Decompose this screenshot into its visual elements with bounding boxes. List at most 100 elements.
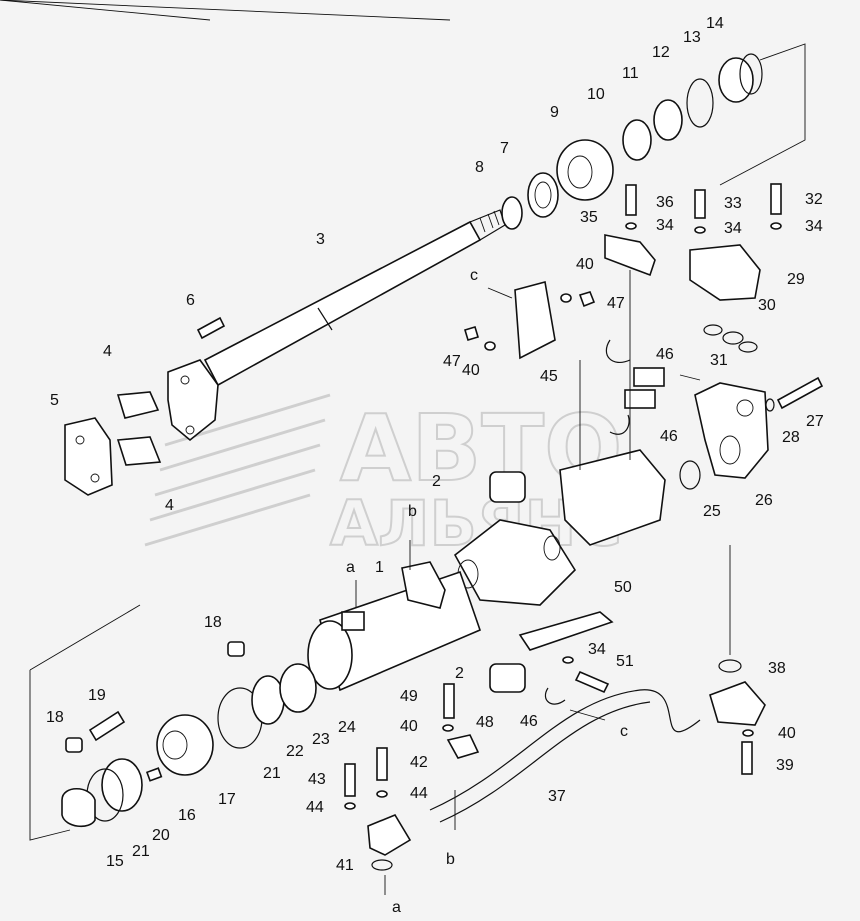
bolt-49 <box>443 683 455 719</box>
callout-48: 48 <box>476 714 494 731</box>
washer-40c <box>742 729 754 737</box>
bolt-51 <box>574 670 610 694</box>
callout-20: 20 <box>152 827 170 844</box>
callout-38: 38 <box>768 660 786 677</box>
callout-34-d: 34 <box>588 641 606 658</box>
callout-14: 14 <box>706 15 724 32</box>
callout-28: 28 <box>782 429 800 446</box>
letter-c-top: c <box>470 267 478 284</box>
bushing-18-lower <box>65 737 83 753</box>
callout-46-b: 46 <box>660 428 678 445</box>
callout-17: 17 <box>218 791 236 808</box>
callout-30: 30 <box>758 297 776 314</box>
washer-40b <box>484 341 496 351</box>
callout-8: 8 <box>475 159 484 176</box>
callout-51: 51 <box>616 653 634 670</box>
bolt-33 <box>694 189 706 219</box>
callout-18-lower: 18 <box>46 709 64 726</box>
washer-40a <box>560 293 572 303</box>
callout-40-a: 40 <box>576 256 594 273</box>
washer-44b <box>376 790 388 798</box>
piston-23 <box>279 663 317 713</box>
callout-21-left: 21 <box>132 843 150 860</box>
callout-6: 6 <box>186 292 195 309</box>
washer-40d <box>442 724 454 732</box>
washer-44a <box>344 802 356 810</box>
callout-39: 39 <box>776 757 794 774</box>
washer-34c <box>770 222 782 230</box>
callout-3: 3 <box>316 231 325 248</box>
clamp-50 <box>518 611 614 651</box>
callout-1: 1 <box>375 559 384 576</box>
callout-34-a: 34 <box>656 217 674 234</box>
lock-plate-lower <box>116 436 162 466</box>
o-ring-12 <box>686 78 714 128</box>
hose-end-fitting <box>367 814 412 856</box>
leaders <box>0 0 731 895</box>
callout-49: 49 <box>400 688 418 705</box>
o-ring-31 <box>722 331 758 353</box>
bracket-45 <box>514 281 556 360</box>
flange-pair <box>624 367 665 409</box>
bolt-6 <box>196 316 226 340</box>
callout-24: 24 <box>338 719 356 736</box>
callout-19: 19 <box>88 687 106 704</box>
callout-2-upper: 2 <box>432 473 441 490</box>
u-pipe-46a <box>605 339 631 363</box>
bolt-43 <box>344 763 356 797</box>
leader-bracket-lower <box>29 604 141 841</box>
callout-41: 41 <box>336 857 354 874</box>
snap-ring-8 <box>501 196 523 230</box>
bolt-36 <box>625 184 637 216</box>
washer-34a <box>625 222 637 230</box>
callout-43: 43 <box>308 771 326 788</box>
letter-b-top: b <box>408 503 417 520</box>
o-ring-41 <box>371 859 393 871</box>
nut-47b <box>464 326 479 341</box>
reference-letters: a a b b c c <box>346 267 628 916</box>
pin-16 <box>145 767 163 782</box>
bearing-11 <box>653 99 683 141</box>
callout-10: 10 <box>587 86 605 103</box>
callout-23: 23 <box>312 731 330 748</box>
callout-2-lower: 2 <box>455 665 464 682</box>
callout-4-lower: 4 <box>165 497 174 514</box>
clamp-block-b <box>401 561 446 609</box>
callout-37: 37 <box>548 788 566 805</box>
callout-21-right: 21 <box>263 765 281 782</box>
clip-48 <box>446 734 480 759</box>
bolt-39 <box>741 741 753 775</box>
callout-50: 50 <box>614 579 632 596</box>
shaft-yoke <box>167 359 219 442</box>
callout-9: 9 <box>550 104 559 121</box>
seal-13 <box>718 57 754 103</box>
ring-14 <box>739 53 763 95</box>
block-a <box>341 611 365 631</box>
callout-25: 25 <box>703 503 721 520</box>
letter-a-bottom: a <box>392 899 401 916</box>
callout-4-upper: 4 <box>103 343 112 360</box>
bushing-2-lower <box>489 663 526 693</box>
callout-18-upper: 18 <box>204 614 222 631</box>
u-pipe-46b <box>609 414 630 435</box>
callout-44-a: 44 <box>306 799 324 816</box>
o-ring-28 <box>765 398 775 412</box>
callout-45: 45 <box>540 368 558 385</box>
callout-42: 42 <box>410 754 428 771</box>
o-ring-30 <box>703 324 723 336</box>
nut-47a <box>578 291 596 308</box>
bushing-18-upper <box>227 641 245 657</box>
callout-40-d: 40 <box>778 725 796 742</box>
callout-31: 31 <box>710 352 728 369</box>
callout-47-b: 47 <box>443 353 461 370</box>
callout-40-c: 40 <box>400 718 418 735</box>
stud-19 <box>88 710 126 742</box>
bearing-cap <box>64 417 113 496</box>
leader-bracket-upper <box>719 43 806 186</box>
callout-46-c: 46 <box>520 713 538 730</box>
end-cap-15 <box>61 787 96 828</box>
callout-33: 33 <box>724 195 742 212</box>
callout-40-b: 40 <box>462 362 480 379</box>
washer-34d <box>562 656 574 664</box>
